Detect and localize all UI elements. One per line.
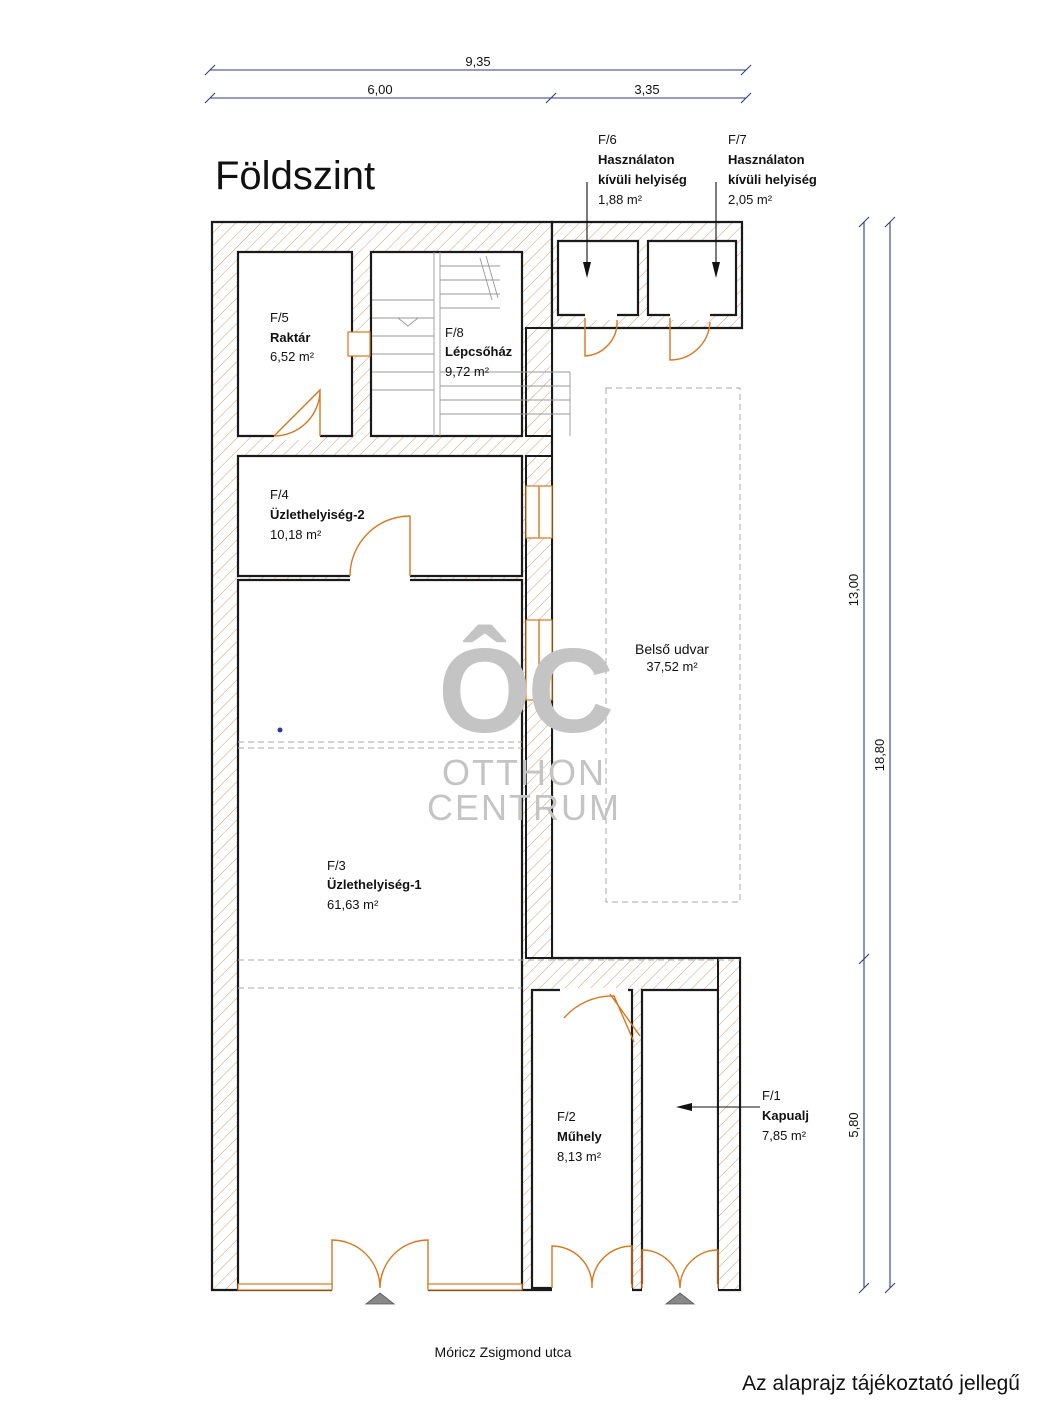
- room-f2-id: F/2: [557, 1109, 576, 1124]
- entrance-markers: [364, 1292, 696, 1305]
- room-f5-name: Raktár: [270, 330, 310, 345]
- room-f4-id: F/4: [270, 487, 289, 502]
- room-f3-id: F/3: [327, 858, 346, 873]
- room-f5-area: 6,52 m²: [270, 349, 315, 364]
- courtyard-label: Belső udvar 37,52 m²: [635, 641, 709, 674]
- watermark-logo: ÔC OTTHON CENTRUM: [427, 623, 621, 828]
- dim-height-upper: 13,00: [846, 574, 861, 607]
- courtyard-name: Belső udvar: [635, 641, 709, 657]
- room-f6-name-line2: kívüli helyiség: [598, 172, 687, 187]
- dim-right-width: 3,35: [634, 82, 659, 97]
- room-f8-label: F/8 Lépcsőház 9,72 m²: [445, 325, 513, 379]
- building-walls: [210, 220, 744, 1292]
- dimension-lines-top: 9,35 6,00 3,35: [204, 54, 752, 104]
- room-f8-id: F/8: [445, 325, 464, 340]
- watermark-line1: OTTHON: [442, 752, 606, 793]
- street-name: Móricz Zsigmond utca: [435, 1344, 572, 1360]
- room-f3-label: F/3 Üzlethelyiség-1 61,63 m²: [327, 858, 422, 912]
- room-f4-area: 10,18 m²: [270, 527, 322, 542]
- watermark-line2: CENTRUM: [427, 787, 621, 828]
- room-f4-label: F/4 Üzlethelyiség-2 10,18 m²: [270, 487, 365, 542]
- watermark-logo-mark: ÔC: [438, 623, 611, 758]
- room-f6-id: F/6: [598, 132, 617, 147]
- room-f1-label: F/1 Kapualj 7,85 m²: [676, 1088, 809, 1143]
- room-f7-label: F/7 Használaton kívüli helyiség 2,05 m²: [712, 132, 817, 278]
- dim-height-total: 18,80: [872, 739, 887, 772]
- room-f8-name: Lépcsőház: [445, 344, 513, 359]
- room-f1-id: F/1: [762, 1088, 781, 1103]
- staircase: [372, 252, 571, 436]
- courtyard-area: 37,52 m²: [646, 659, 698, 674]
- room-f7-id: F/7: [728, 132, 747, 147]
- dim-left-width: 6,00: [367, 82, 392, 97]
- room-f2-label: F/2 Műhely 8,13 m²: [557, 1109, 603, 1164]
- disclaimer: Az alaprajz tájékoztató jellegű: [742, 1372, 1020, 1395]
- page-title: Földszint: [215, 154, 375, 198]
- room-f4-name: Üzlethelyiség-2: [270, 507, 365, 522]
- room-f6-area: 1,88 m²: [598, 192, 643, 207]
- windows: [237, 331, 553, 1291]
- room-f5-id: F/5: [270, 310, 289, 325]
- room-f3-area: 61,63 m²: [327, 897, 379, 912]
- room-f1-name: Kapualj: [762, 1108, 809, 1123]
- room-f5-label: F/5 Raktár 6,52 m²: [270, 310, 315, 364]
- dim-total-width: 9,35: [465, 54, 490, 69]
- room-f3-name: Üzlethelyiség-1: [327, 877, 422, 892]
- doors: [273, 312, 719, 1292]
- room-f8-area: 9,72 m²: [445, 364, 490, 379]
- room-f6-label: F/6 Használaton kívüli helyiség 1,88 m²: [583, 132, 687, 278]
- dim-height-lower: 5,80: [846, 1112, 861, 1137]
- dimension-lines-right: 13,00 18,80 5,80: [846, 216, 896, 1294]
- courtyard-outline: [238, 387, 741, 989]
- room-f7-area: 2,05 m²: [728, 192, 773, 207]
- room-f1-area: 7,85 m²: [762, 1128, 807, 1143]
- room-f6-name-line1: Használaton: [598, 152, 675, 167]
- room-f2-name: Műhely: [557, 1129, 603, 1144]
- room-f2-area: 8,13 m²: [557, 1149, 602, 1164]
- room-f7-name-line2: kívüli helyiség: [728, 172, 817, 187]
- room-f7-name-line1: Használaton: [728, 152, 805, 167]
